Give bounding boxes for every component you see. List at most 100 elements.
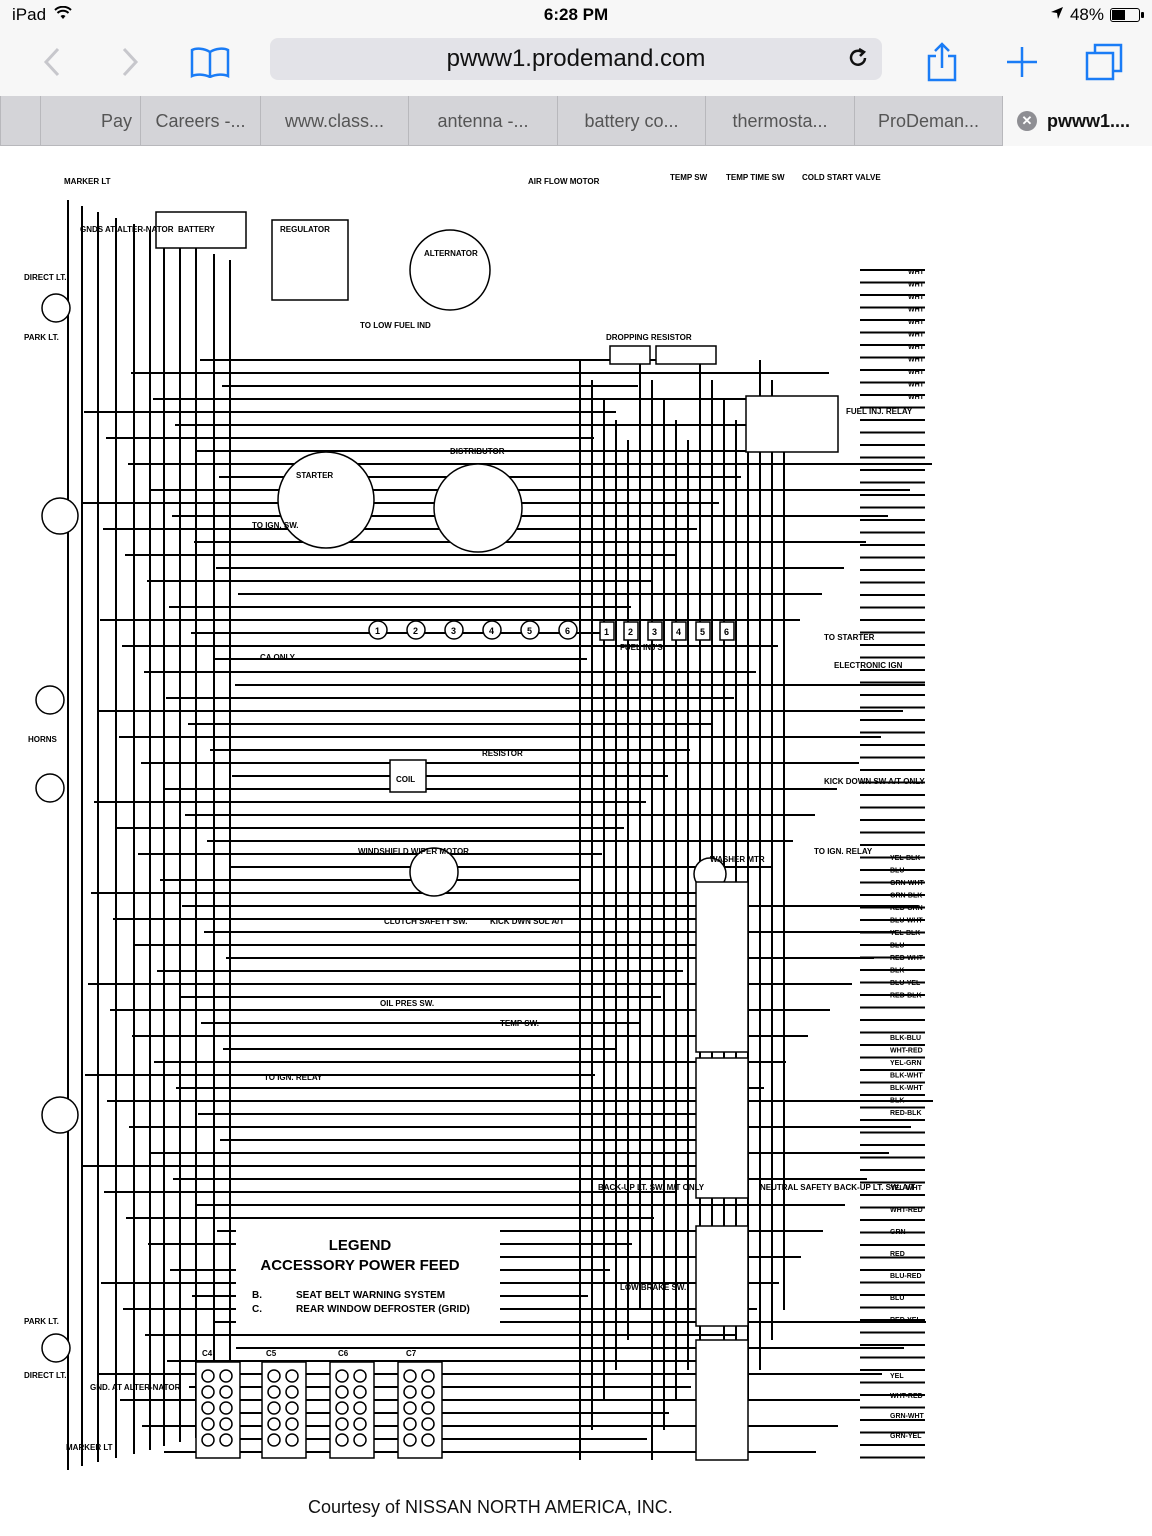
- wire-color-label: WHT: [908, 382, 925, 389]
- label-to-ign-relay-2: TO IGN. RELAY: [264, 1073, 323, 1082]
- tab-active-pwww1[interactable]: ✕ pwww1....: [1002, 96, 1152, 146]
- wire-color-label: YEL-WHT: [890, 1185, 923, 1192]
- status-time: 6:28 PM: [543, 5, 609, 24]
- cylinder-number: 6: [565, 626, 570, 636]
- connector-pin: [335, 1401, 349, 1415]
- wire-color-label: YEL-GRN: [890, 1060, 922, 1067]
- close-tab-icon[interactable]: ✕: [1017, 111, 1037, 131]
- wire-color-label: BLU-RED: [890, 1273, 922, 1280]
- fuel-injector-number: 1: [604, 627, 609, 637]
- label-to-low-fuel: TO LOW FUEL IND: [360, 321, 431, 330]
- connector-pin: [267, 1417, 281, 1431]
- label-gnds: GNDS AT ALTER-NATOR: [80, 225, 174, 234]
- wire-color-label: WHT: [908, 344, 925, 351]
- fuel-injector-number: 2: [628, 627, 633, 637]
- cylinder-number: 2: [413, 626, 418, 636]
- device-name: iPad: [12, 5, 47, 24]
- wiper-motor-symbol: [409, 847, 459, 897]
- tab-antenna[interactable]: antenna -...: [408, 96, 557, 146]
- fuel-injector-number: 6: [724, 627, 729, 637]
- label-park-lt: PARK LT.: [24, 333, 59, 342]
- wire-color-label: WHT: [908, 357, 925, 364]
- label-horns: HORNS: [28, 735, 58, 744]
- tab-prodemand[interactable]: ProDeman...: [854, 96, 1002, 146]
- label-distributor: DISTRIBUTOR: [450, 447, 505, 456]
- bookmarks-icon[interactable]: [188, 40, 232, 84]
- back-icon[interactable]: [30, 40, 74, 84]
- fuel-injector-box: [623, 621, 639, 641]
- label-park-lt-2: PARK LT.: [24, 1317, 59, 1326]
- fuel-injector-box: [599, 621, 615, 641]
- tab-label: www.class...: [284, 110, 385, 131]
- legend-title: LEGEND: [329, 1237, 392, 1254]
- distributor-symbol: [433, 463, 523, 553]
- connector-pin: [267, 1433, 281, 1447]
- fuel-injector-box: [671, 621, 687, 641]
- connector-pin: [403, 1417, 417, 1431]
- wire-color-label: BLU: [890, 868, 904, 875]
- regulator-symbol: [271, 219, 349, 301]
- tab-battery[interactable]: battery co...: [557, 96, 705, 146]
- label-low-brake-sw: LOW BRAKE SW.: [620, 1283, 686, 1292]
- wire-color-label: YEL-BLK: [890, 855, 920, 862]
- label-to-ign-relay: TO IGN. RELAY: [814, 847, 873, 856]
- wire-color-label: RED-YEL: [890, 1317, 921, 1324]
- connector-pin: [353, 1369, 367, 1383]
- connector-pin: [421, 1433, 435, 1447]
- label-direct-lt-2: DIRECT LT.: [24, 1371, 67, 1380]
- label-coil: COIL: [396, 775, 415, 784]
- label-temp-sw: TEMP SW: [670, 173, 708, 182]
- tab-thermostat[interactable]: thermosta...: [705, 96, 854, 146]
- wire-color-label: WHT: [908, 294, 925, 301]
- wire-color-label: WHT-RED: [890, 1207, 923, 1214]
- tabs-icon[interactable]: [1082, 40, 1126, 84]
- forward-icon[interactable]: [108, 40, 152, 84]
- connector-label-c5: C5: [266, 1349, 277, 1358]
- share-icon[interactable]: [920, 40, 964, 84]
- label-cold-start-valve: COLD START VALVE: [802, 173, 881, 182]
- connector-label-c6: C6: [338, 1349, 349, 1358]
- park-lt-symbol: [41, 1333, 71, 1363]
- tab-label: Careers -...: [155, 110, 246, 131]
- headlight-lower-symbol: [41, 1096, 79, 1134]
- connector-pin: [403, 1433, 417, 1447]
- wire-color-label: YEL: [890, 1373, 904, 1380]
- label-air-flow-motor: AIR FLOW MOTOR: [528, 177, 600, 186]
- horn-upper-symbol: [35, 685, 65, 715]
- label-oil-pres-sw: OIL PRES SW.: [380, 999, 434, 1008]
- tab-pay[interactable]: Pay: [40, 96, 140, 146]
- label-fuel-inj-relay: FUEL INJ. RELAY: [846, 407, 913, 416]
- connector-pin: [285, 1417, 299, 1431]
- fuel-injector-number: 3: [652, 627, 657, 637]
- connector-pin: [335, 1433, 349, 1447]
- wire-color-label: GRN-WHT: [890, 880, 925, 887]
- starter-symbol: [277, 451, 375, 549]
- reload-icon[interactable]: [846, 46, 870, 77]
- url-text: pwww1.prodemand.com: [446, 45, 706, 72]
- legend-key-c: C.: [252, 1304, 262, 1315]
- label-dropping-resistor: DROPPING RESISTOR: [606, 333, 692, 342]
- new-tab-icon[interactable]: [1000, 40, 1044, 84]
- tab-classic[interactable]: www.class...: [260, 96, 408, 146]
- address-bar[interactable]: pwww1.prodemand.com: [270, 38, 882, 80]
- wire-color-label: RED-WHT: [890, 955, 924, 962]
- fuel-injector-box: [695, 621, 711, 641]
- browser-toolbar: pwww1.prodemand.com: [0, 30, 1152, 96]
- label-wiper-motor: WINDSHIELD WIPER MOTOR: [358, 847, 469, 856]
- connector-c7-block: [695, 1225, 749, 1327]
- wire-color-label: GRN: [890, 1229, 906, 1236]
- tab-careers[interactable]: Careers -...: [140, 96, 260, 146]
- label-direct-lt: DIRECT LT.: [24, 273, 67, 282]
- connector-pin: [335, 1369, 349, 1383]
- label-clutch-safety-sw: CLUTCH SAFETY SW.: [384, 917, 467, 926]
- connector-pin: [201, 1433, 215, 1447]
- cylinder-number: 1: [375, 626, 380, 636]
- cylinder-number-circle: [482, 620, 502, 640]
- wire-color-label: WHT: [908, 319, 925, 326]
- label-marker-lt-2: MARKER LT: [66, 1443, 113, 1452]
- connector-pin: [335, 1417, 349, 1431]
- label-washer-mtr: WASHER MTR: [710, 855, 765, 864]
- connector-pin: [267, 1401, 281, 1415]
- label-resistor: RESISTOR: [482, 749, 523, 758]
- wire-color-label: BLK: [890, 1098, 904, 1105]
